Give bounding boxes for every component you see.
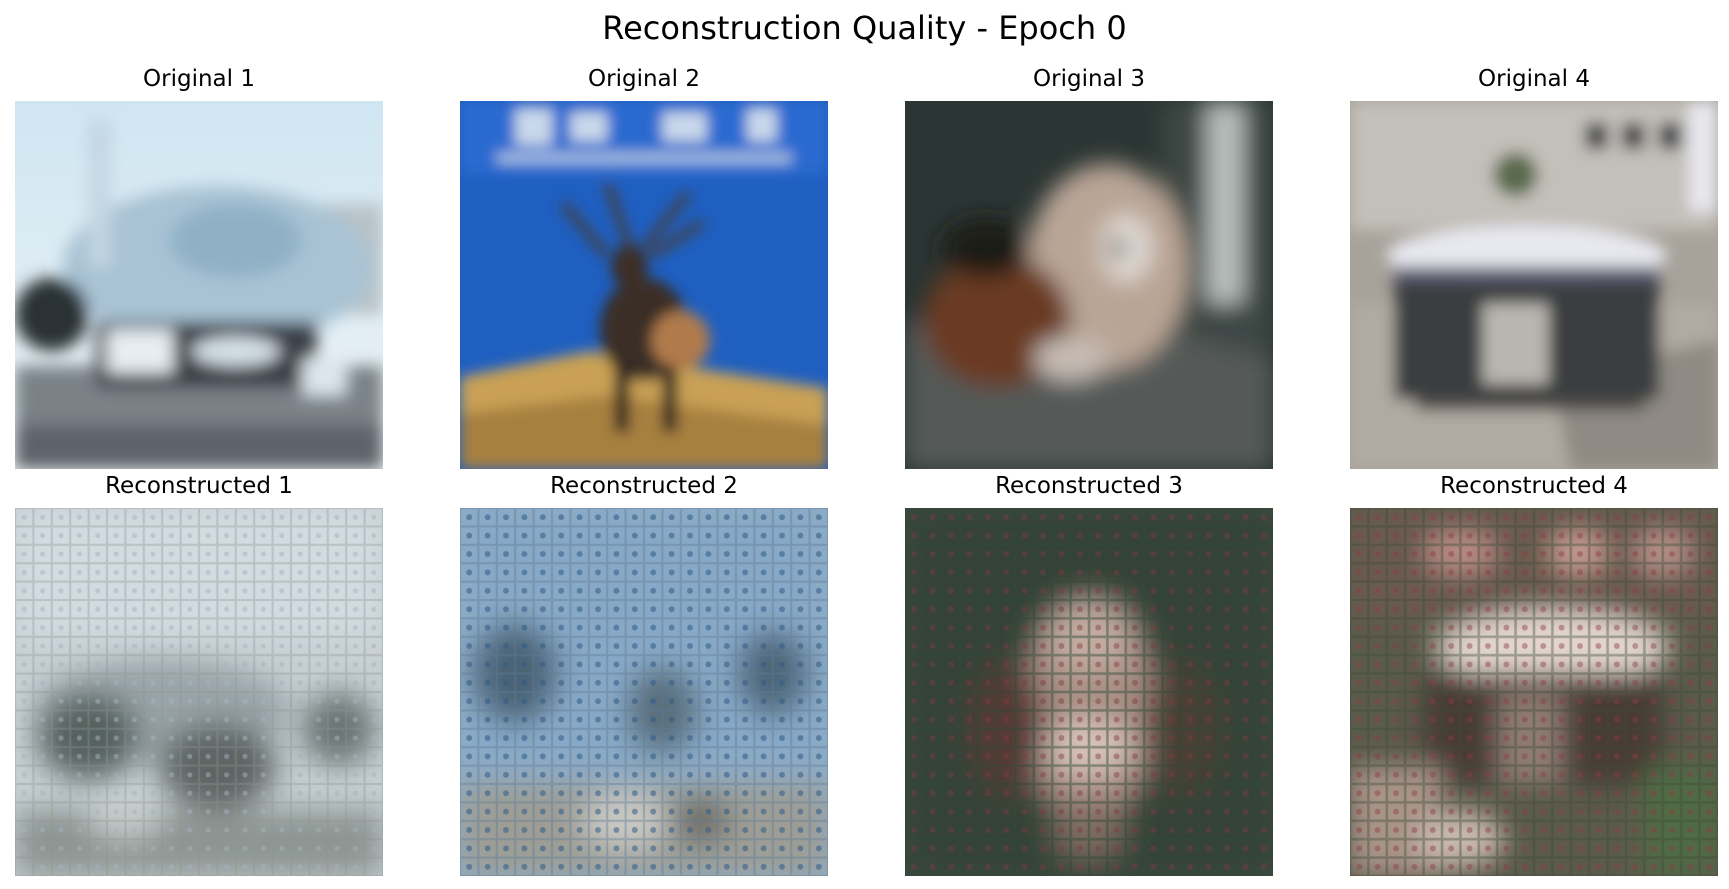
- original-2-image: [460, 101, 828, 469]
- original-4-image: [1350, 101, 1718, 469]
- original-2-title: Original 2: [588, 66, 700, 92]
- reconstructed-3-image: [905, 508, 1273, 876]
- original-1-image: [15, 101, 383, 469]
- original-3-image: [905, 101, 1273, 469]
- reconstructed-3-title: Reconstructed 3: [995, 473, 1183, 499]
- reconstructed-4-image: [1350, 508, 1718, 876]
- reconstructed-1-image: [15, 508, 383, 876]
- reconstructed-1-title: Reconstructed 1: [105, 473, 293, 499]
- original-1-title: Original 1: [143, 66, 255, 92]
- figure-title: Reconstruction Quality - Epoch 0: [602, 9, 1127, 47]
- reconstructed-4-title: Reconstructed 4: [1440, 473, 1628, 499]
- reconstructed-2-title: Reconstructed 2: [550, 473, 738, 499]
- original-4-title: Original 4: [1478, 66, 1590, 92]
- reconstructed-2-image: [460, 508, 828, 876]
- original-3-title: Original 3: [1033, 66, 1145, 92]
